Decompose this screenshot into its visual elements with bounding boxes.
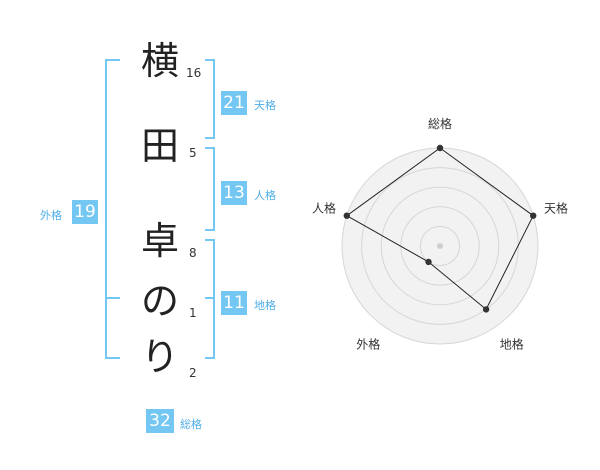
- radar-axis-label-1: 総格: [428, 116, 452, 131]
- radar-axis-label-4: 外格: [356, 337, 380, 352]
- radar-ring-3: [380, 186, 500, 306]
- name-char-2: 田: [140, 124, 179, 168]
- radar-point-2: [530, 212, 537, 219]
- jinkaku-value-badge: 13: [221, 181, 247, 205]
- gaikaku-value-badge: 19: [72, 200, 98, 224]
- radar-point-4: [425, 258, 432, 266]
- stroke-count-2: 5: [189, 146, 197, 160]
- stroke-count-4: 1: [189, 306, 197, 320]
- soukaku-value-badge: 32: [146, 409, 174, 433]
- chikaku-label: 地格: [254, 299, 276, 312]
- radar-ring-1: [419, 225, 461, 267]
- radar-axis-label-3: 地格: [500, 337, 524, 352]
- gaikaku-label: 外格: [40, 209, 62, 222]
- name-char-4: の: [140, 279, 179, 323]
- tenkaku-label: 天格: [254, 99, 276, 112]
- gaikaku-bracket: [105, 59, 120, 359]
- stroke-count-5: 2: [189, 366, 197, 380]
- radar-data-polygon: [345, 147, 534, 311]
- radar-point-5: [343, 212, 350, 219]
- radar-point-3: [482, 306, 490, 313]
- chikaku-value-badge: 11: [221, 291, 247, 315]
- name-char-1: 横: [140, 39, 179, 83]
- radar-center-dot: [437, 243, 443, 249]
- name-char-5: り: [140, 335, 179, 379]
- radar-point-1: [436, 144, 444, 152]
- soukaku-label: 総格: [180, 418, 202, 431]
- jinkaku-label: 人格: [254, 189, 276, 202]
- stroke-count-1: 16: [186, 66, 202, 80]
- name-char-3: 卓: [140, 219, 179, 263]
- tenkaku-value-badge: 21: [221, 91, 247, 115]
- radar-axis-label-2: 天格: [544, 200, 568, 215]
- radar-axis-label-5: 人格: [312, 200, 336, 215]
- jinkaku-bracket: [205, 147, 215, 231]
- stroke-count-3: 8: [189, 246, 197, 260]
- tenkaku-bracket: [205, 59, 215, 139]
